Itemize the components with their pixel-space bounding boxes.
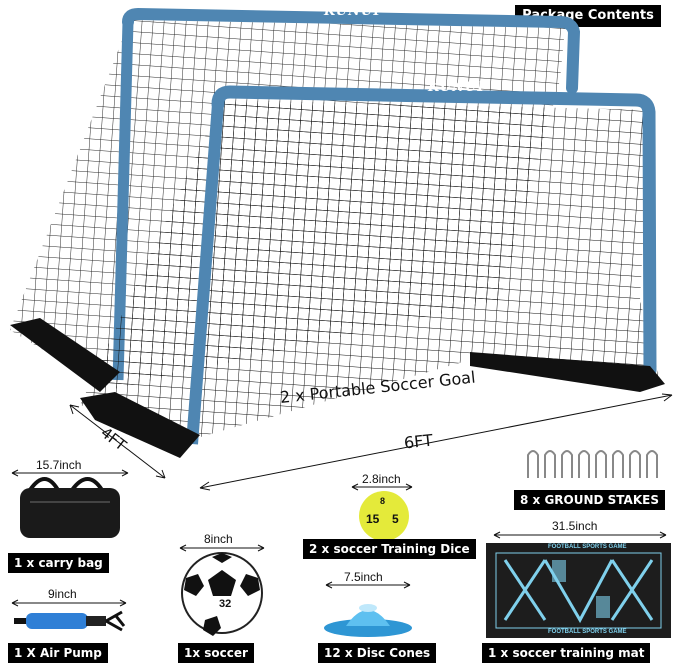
soccer-ball-number: 32 [217, 598, 234, 610]
carry-bag-label: 1 x carry bag [8, 553, 109, 573]
carry-bag-image [20, 477, 120, 538]
training-mat-image [486, 543, 671, 638]
front-goal [80, 85, 665, 458]
training-dice-image [359, 491, 409, 541]
soccer-label: 1x soccer [178, 643, 254, 663]
dice-face-2: 5 [392, 512, 399, 526]
cones-dimension: 7.5inch [344, 570, 383, 584]
front-goal-brand: KUNUP [428, 80, 489, 95]
soccer-dimension: 8inch [204, 532, 233, 546]
carry-bag-dimension: 15.7inch [36, 458, 82, 472]
dice-face-1: 15 [366, 512, 380, 526]
disc-cones-image [324, 604, 412, 637]
soccer-ball-image [181, 552, 263, 636]
dice-label: 2 x soccer Training Dice [303, 539, 476, 559]
dice-face-3: 8 [380, 496, 386, 506]
mat-bottom-text: FOOTBALL SPORTS GAME [548, 629, 627, 635]
air-pump-label: 1 X Air Pump [8, 643, 108, 663]
ground-stakes-image [527, 450, 658, 478]
stakes-label: 8 x GROUND STAKES [514, 490, 665, 510]
mat-top-text: FOOTBALL SPORTS GAME [548, 544, 627, 550]
mat-dimension: 31.5inch [552, 519, 598, 533]
air-pump-image [14, 610, 126, 632]
goal-width-label: 6FT [403, 430, 434, 453]
air-pump-dimension: 9inch [48, 587, 77, 601]
back-goal-brand: KUNUP [324, 4, 385, 19]
dice-dimension: 2.8inch [362, 472, 401, 486]
mat-label: 1 x soccer training mat [482, 643, 651, 663]
cones-label: 12 x Disc Cones [318, 643, 437, 663]
